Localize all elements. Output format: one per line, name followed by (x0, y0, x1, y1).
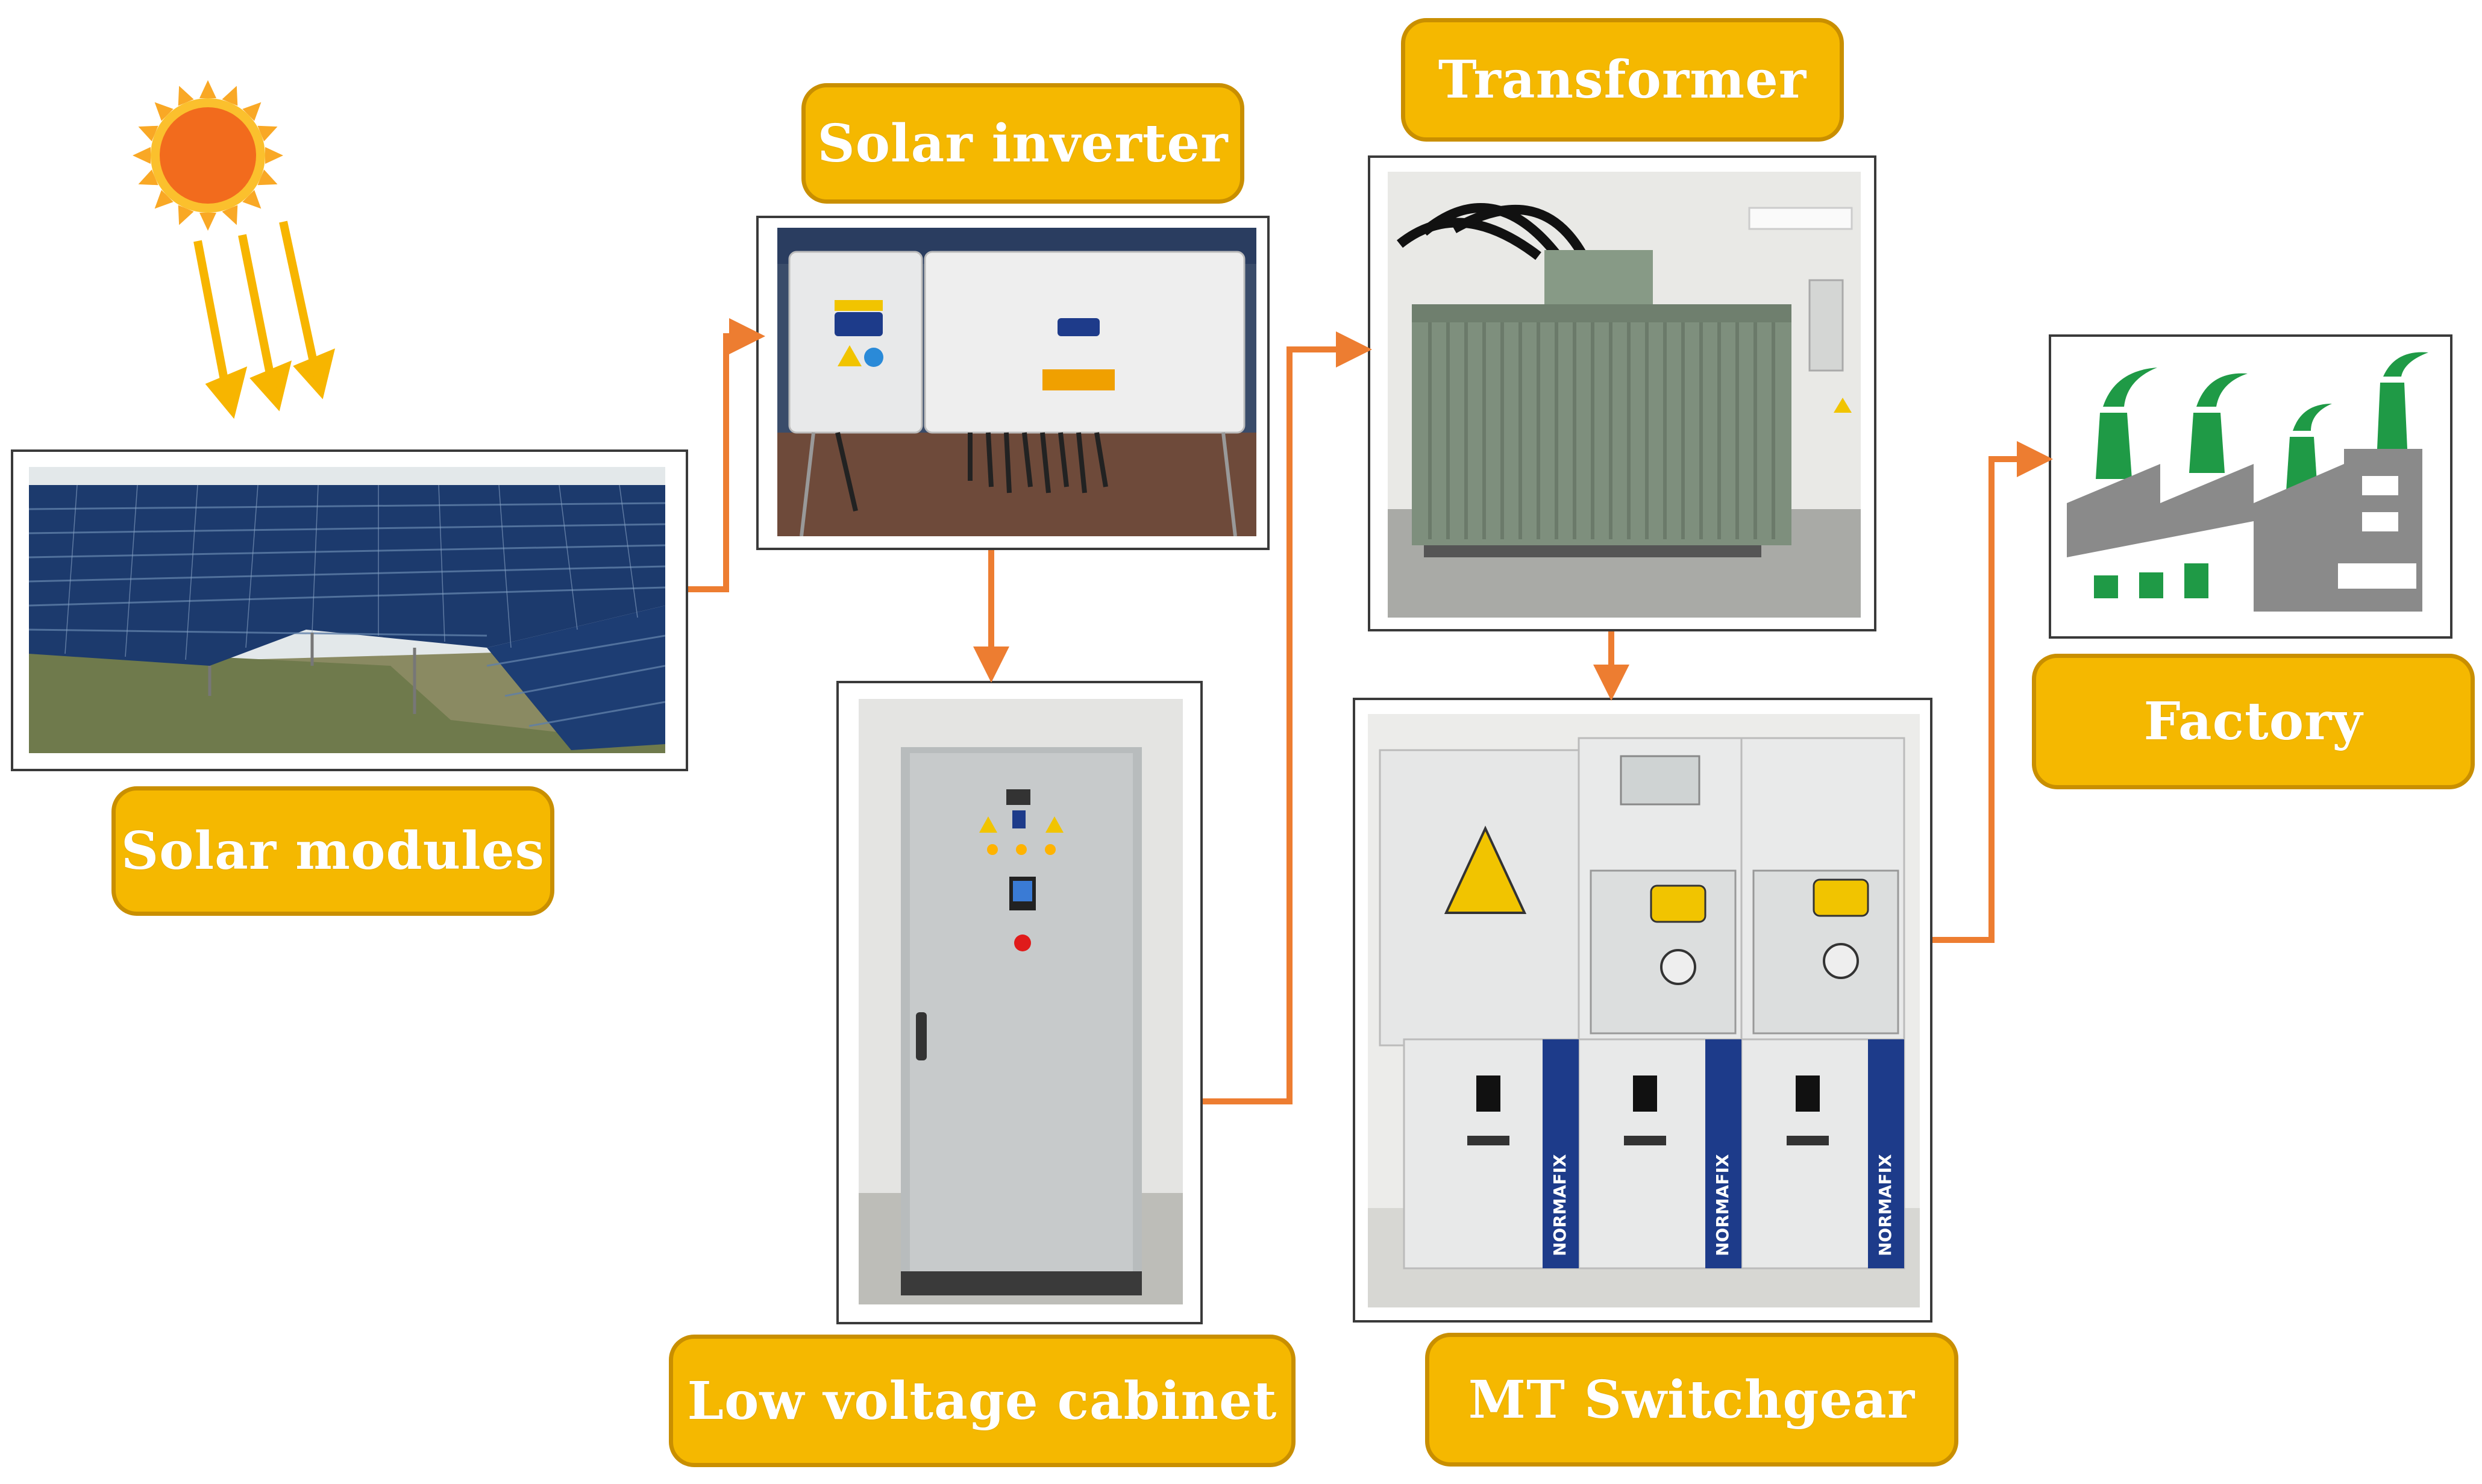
solar-inverter-photo (777, 228, 1256, 536)
low-voltage-cabinet-label: Low voltage cabinet (669, 1335, 1296, 1467)
switchgear-brand-3: NORMAFIX (1875, 1154, 1895, 1256)
solar-modules-label: Solar modules (111, 786, 554, 916)
low-voltage-cabinet-photo (859, 699, 1183, 1304)
mt-switchgear-label: MT Switchgear (1425, 1333, 1958, 1467)
factory-label: Factory (2032, 654, 2475, 789)
arrow-modules-to-inverter (688, 318, 765, 592)
solar-inverter-label: Solar inverter (801, 83, 1244, 204)
switchgear-brand-2: NORMAFIX (1713, 1154, 1732, 1256)
solar-modules-photo (29, 467, 665, 753)
sun-beam-arrows (193, 221, 336, 419)
sun-rays (133, 80, 283, 231)
factory-icon (2061, 346, 2440, 627)
arrow-switchgear-to-factory (1932, 441, 2053, 943)
switchgear-brand-1: NORMAFIX (1550, 1154, 1570, 1256)
transformer-photo (1388, 172, 1861, 618)
transformer-label: Transformer (1401, 18, 1844, 142)
mt-switchgear-photo: NORMAFIX NORMAFIX NORMAFIX (1368, 714, 1920, 1307)
